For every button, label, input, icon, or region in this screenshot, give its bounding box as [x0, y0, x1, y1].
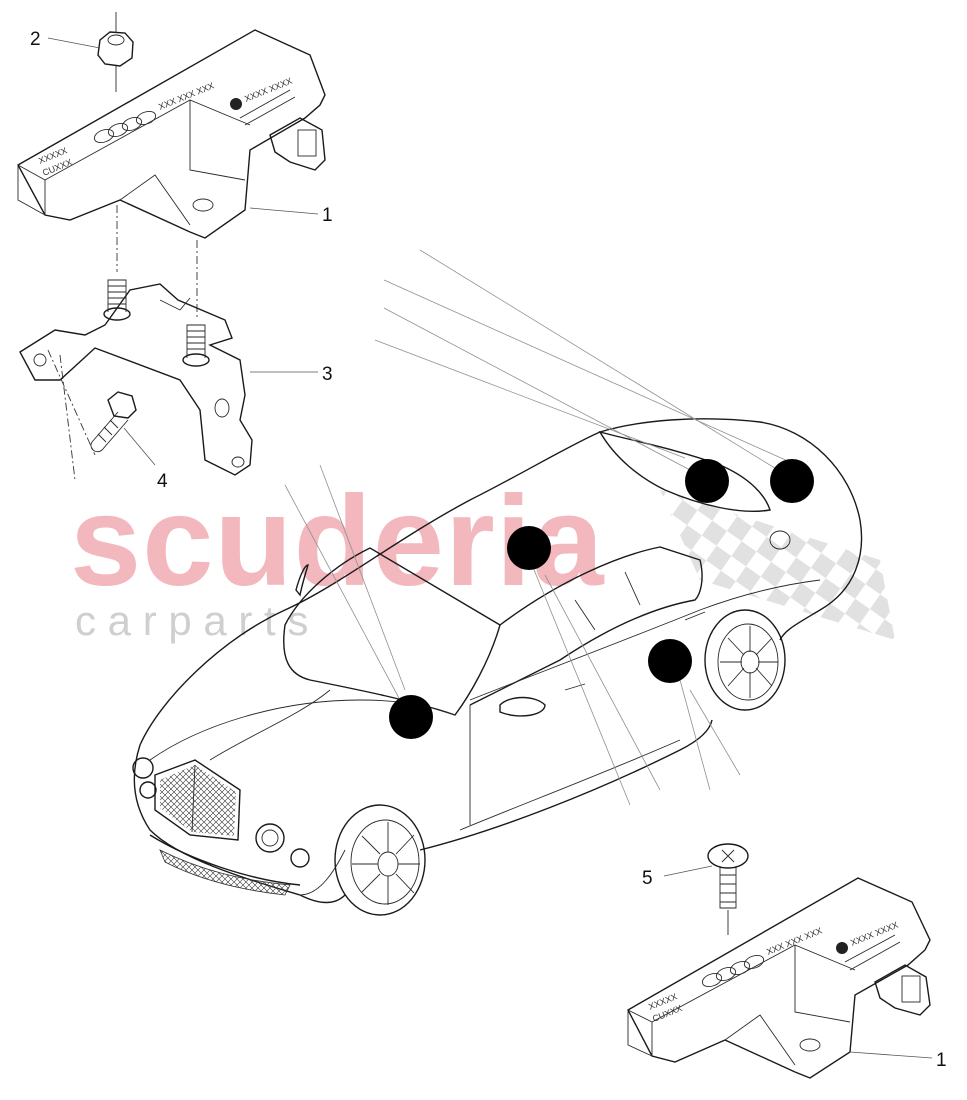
- callout-4: 4: [157, 471, 168, 492]
- watermark: scuderia c a r p a r t s: [70, 470, 895, 644]
- four-rings-logo-bottom: [701, 954, 765, 988]
- callout-leaders: [47, 37, 933, 1059]
- watermark-checker-flag: [660, 490, 895, 640]
- guide-lines: [284, 249, 791, 806]
- car-body: [132, 418, 863, 916]
- hex-bolt: [90, 391, 137, 453]
- control-module-top: XXX XXX XXX XXXX XXXX XXXXX CUXXX: [17, 29, 326, 239]
- nut: [97, 12, 134, 92]
- callouts: 2 1 3 4 5 1: [30, 29, 947, 1071]
- callout-1-top: 1: [322, 205, 333, 226]
- rear-wheel: [704, 609, 786, 711]
- marker-rear-door: [648, 639, 692, 683]
- module-code-bottom: XXX XXX XXX: [765, 925, 823, 956]
- marker-rear-window-left: [685, 459, 729, 503]
- callout-1-bottom: 1: [936, 1050, 947, 1071]
- control-module-bottom: XXX XXX XXX XXXX XXXX XXXXX CUXXX: [627, 877, 931, 1079]
- callout-2: 2: [30, 29, 41, 50]
- bracket-stud-right: [182, 324, 210, 367]
- callout-3: 3: [322, 364, 333, 385]
- recycle-icon-bottom: [836, 942, 848, 954]
- module-small-code: XXXX XXXX: [243, 76, 294, 104]
- torx-screw: [707, 843, 749, 935]
- marker-rear-window-right: [770, 459, 814, 503]
- four-rings-logo: [93, 110, 157, 144]
- bracket-stud-left: [103, 279, 131, 321]
- mounting-bracket: [19, 283, 253, 476]
- front-wheel: [334, 804, 426, 916]
- location-markers: [389, 459, 814, 739]
- watermark-sub: c a r p a r t s: [75, 597, 308, 644]
- callout-5: 5: [642, 868, 653, 889]
- recycle-icon: [230, 98, 242, 110]
- marker-roof: [507, 526, 551, 570]
- marker-front: [389, 695, 433, 739]
- module-small-code-bottom: XXXX XXXX: [849, 920, 900, 948]
